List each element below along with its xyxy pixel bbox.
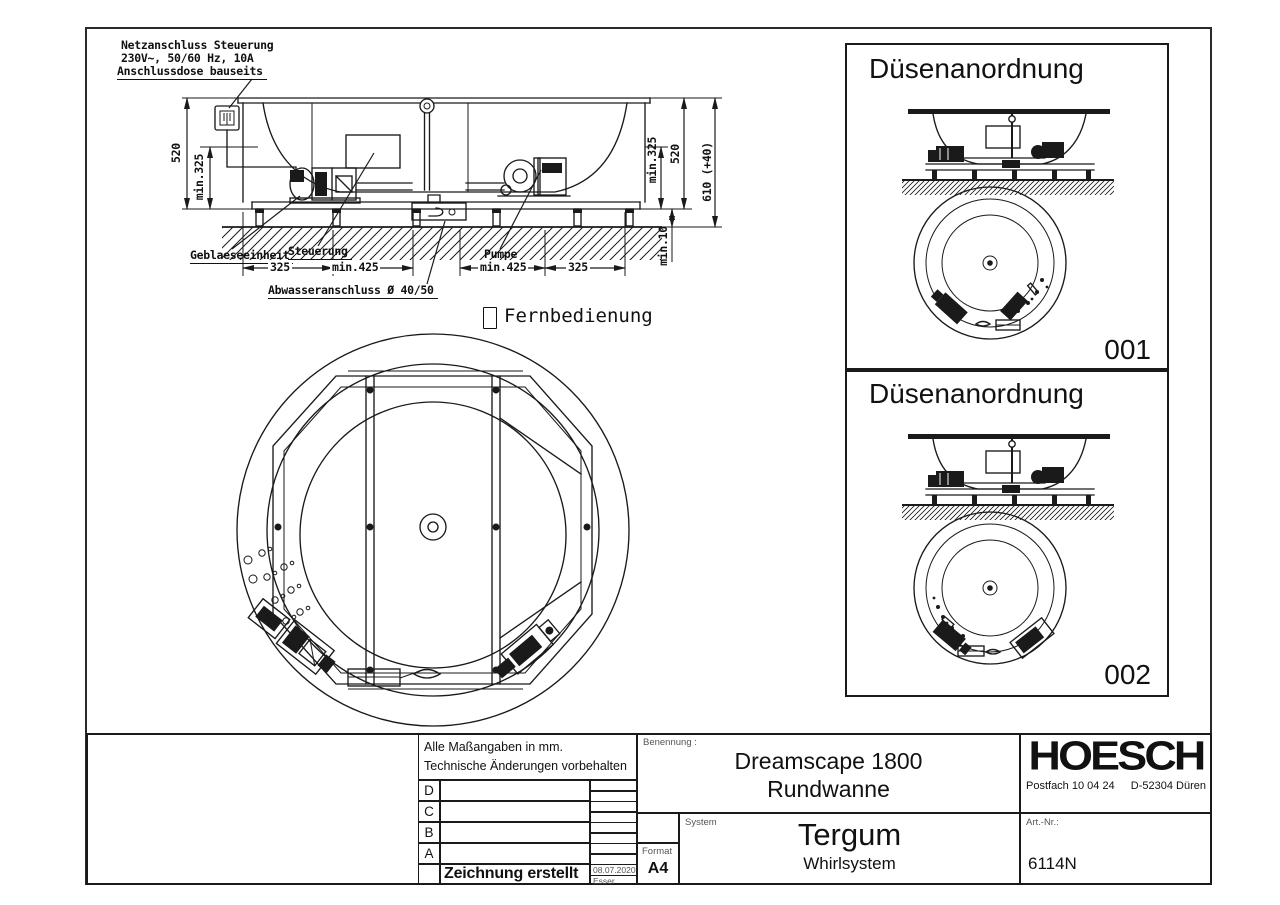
rev-sub-7 [590,843,637,854]
pump-unit [497,157,571,197]
product-line1: Dreamscape 1800 [734,748,923,774]
brand-address-right: D-52304 Düren [1130,780,1206,792]
rev-letter-a: A [418,843,440,864]
dim-bottom-right-outer: 325 [566,260,590,274]
rev-sub-2 [590,790,637,802]
drain-assembly [411,194,467,221]
panel-002-title: Düsenanordnung [869,378,1084,409]
rev-letter-c: C [418,801,440,822]
drain-label: Abwasseranschluss Ø 40/50 [268,283,438,299]
dim-left-height: 520 [169,143,183,163]
format-cell: Format A4 [637,843,679,885]
created-cell: Zeichnung erstellt [440,864,590,885]
rev-sub-3 [590,801,637,812]
remote-control-icon [483,307,497,329]
dim-bottom-left-inner: min.425 [330,260,381,274]
format-label: Format [642,846,673,857]
side-view [182,78,722,285]
rev-letter-b: B [418,822,440,843]
dim-right-total: 610 (+40) [700,142,714,202]
rev-row-d [440,780,590,801]
system-name: Tergum [797,817,902,852]
rev-row-c [440,801,590,822]
rev-letter-d: D [418,780,440,801]
notes-cell: Alle Maßangaben in mm. Technische Änderu… [418,733,637,780]
note-line2: Technische Änderungen vorbehalten [424,759,627,774]
power-note-line1: Netzanschluss Steuerung [121,38,274,52]
rev-b-label: B [424,825,434,840]
rev-c-label: C [424,804,434,819]
brand-cell: HOESCH Postfach 10 04 24 D-52304 Düren [1020,733,1212,813]
benennung-label: Benennung : [643,737,697,748]
dim-left-clearance: min.325 [192,153,206,201]
panel-001: Düsenanordnung 001 [845,43,1169,372]
dim-right-clearance: min.325 [645,136,659,184]
artnr-label: Art.-Nr.: [1026,817,1059,828]
rev-sub-5 [590,822,637,833]
created-letter-cell [418,864,440,885]
rev-sub-1 [590,780,637,791]
control-label: Steuerung [288,244,352,260]
rev-row-a [440,843,590,864]
created-label: Zeichnung erstellt [444,865,579,882]
rev-row-b [440,822,590,843]
blower-label: Geblaeseeinheit [190,248,294,264]
rev-sub-4 [590,811,637,823]
system-subtitle: Whirlsystem [803,854,896,873]
dim-right-height: 520 [668,144,682,164]
brand-address-left: Postfach 10 04 24 [1026,780,1115,792]
blower-unit [289,167,361,204]
format-empty-cell [637,813,679,843]
system-cell: System Tergum Whirlsystem [679,813,1020,885]
plan-view [236,333,630,727]
note-line1: Alle Maßangaben in mm. [424,740,563,754]
power-note-line2: 230V~, 50/60 Hz, 10A [121,51,254,65]
system-label: System [685,817,717,828]
panel-001-title: Düsenanordnung [869,53,1084,84]
created-date-cell: 08.07.2020 Esser [590,864,637,886]
rev-a-label: A [424,846,434,861]
rev-sub-8 [590,853,637,865]
created-by: Esser [593,875,615,886]
benennung-cell: Benennung : Dreamscape 1800 Rundwanne [637,733,1020,813]
artnr-cell: Art.-Nr.: 6114N [1020,813,1212,885]
power-plug-icon [214,105,240,131]
panel-002: Düsenanordnung 002 [845,368,1169,697]
panel-002-number: 002 [1104,659,1151,690]
format-value: A4 [647,860,669,877]
jets [243,546,311,625]
control-box [345,134,401,169]
rev-sub-6 [590,832,637,844]
brand-logo: HOESCH [1028,733,1207,779]
plan-blower-unit [247,597,336,676]
dim-bottom-right-inner: min.425 [478,260,529,274]
created-date: 08.07.2020 [591,865,636,876]
product-line2: Rundwanne [767,776,890,802]
dim-floor-gap: min.10 [656,226,670,266]
panel-001-drawing [901,108,1115,340]
power-note-line3: Anschlussdose bauseits [117,64,267,80]
panel-002-drawing [901,433,1115,665]
panel-001-number: 001 [1104,334,1151,365]
rev-d-label: D [424,783,434,798]
remote-label: Fernbedienung [504,305,653,327]
dim-bottom-left-outer: 325 [268,260,292,274]
artnr-value: 6114N [1028,854,1077,873]
